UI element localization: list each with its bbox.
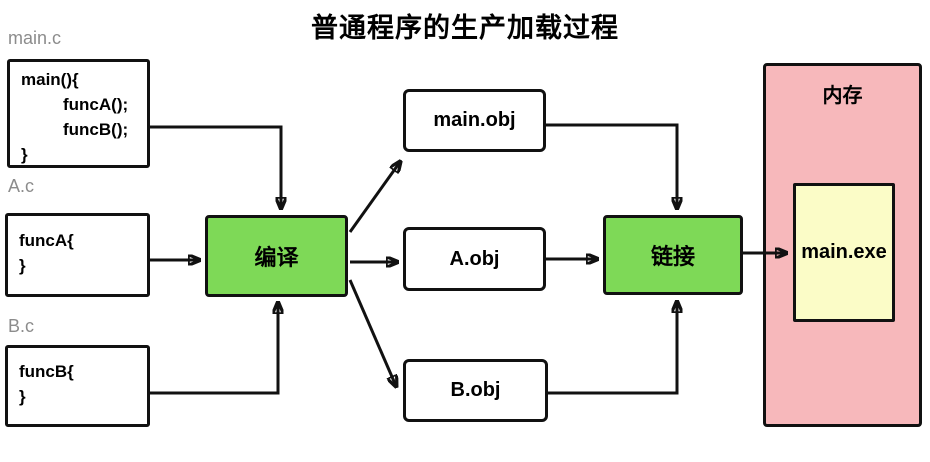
- file-label-a-c: A.c: [8, 176, 35, 196]
- code-line: funcB();: [63, 120, 129, 139]
- file-label-main-c: main.c: [8, 28, 62, 48]
- code-line: main(){: [21, 70, 79, 89]
- arrow-b-obj-to-link: [548, 302, 677, 395]
- code-line: }: [19, 256, 26, 275]
- compile-box: 编译: [205, 215, 348, 297]
- page-title: 普通程序的生产加载过程: [311, 13, 619, 43]
- exe-box: main.exe: [793, 183, 895, 322]
- code-line: }: [21, 145, 28, 164]
- obj-box-a: A.obj: [403, 227, 546, 291]
- link-box: 链接: [603, 215, 743, 295]
- code-line: }: [19, 387, 26, 406]
- obj-box-main: main.obj: [403, 89, 546, 152]
- memory-label: 内存: [822, 85, 863, 107]
- code-line: funcA{: [19, 231, 74, 250]
- arrow-main-obj-to-link: [546, 123, 677, 208]
- source-box-b-c: funcB{ }: [5, 345, 150, 427]
- arrow-compile-to-main-obj: [348, 162, 400, 233]
- arrow-b-c-to-compile: [150, 303, 278, 395]
- file-label-b-c: B.c: [8, 316, 35, 336]
- memory-box: 内存 main.exe: [763, 63, 922, 427]
- arrow-main-c-to-compile: [150, 125, 281, 208]
- arrow-compile-to-b-obj: [348, 279, 396, 386]
- source-box-main-c: main(){ funcA(); funcB(); }: [7, 59, 150, 168]
- obj-box-b: B.obj: [403, 359, 548, 422]
- code-line: funcB{: [19, 362, 74, 381]
- code-line: funcA();: [63, 95, 129, 114]
- source-box-a-c: funcA{ }: [5, 213, 150, 297]
